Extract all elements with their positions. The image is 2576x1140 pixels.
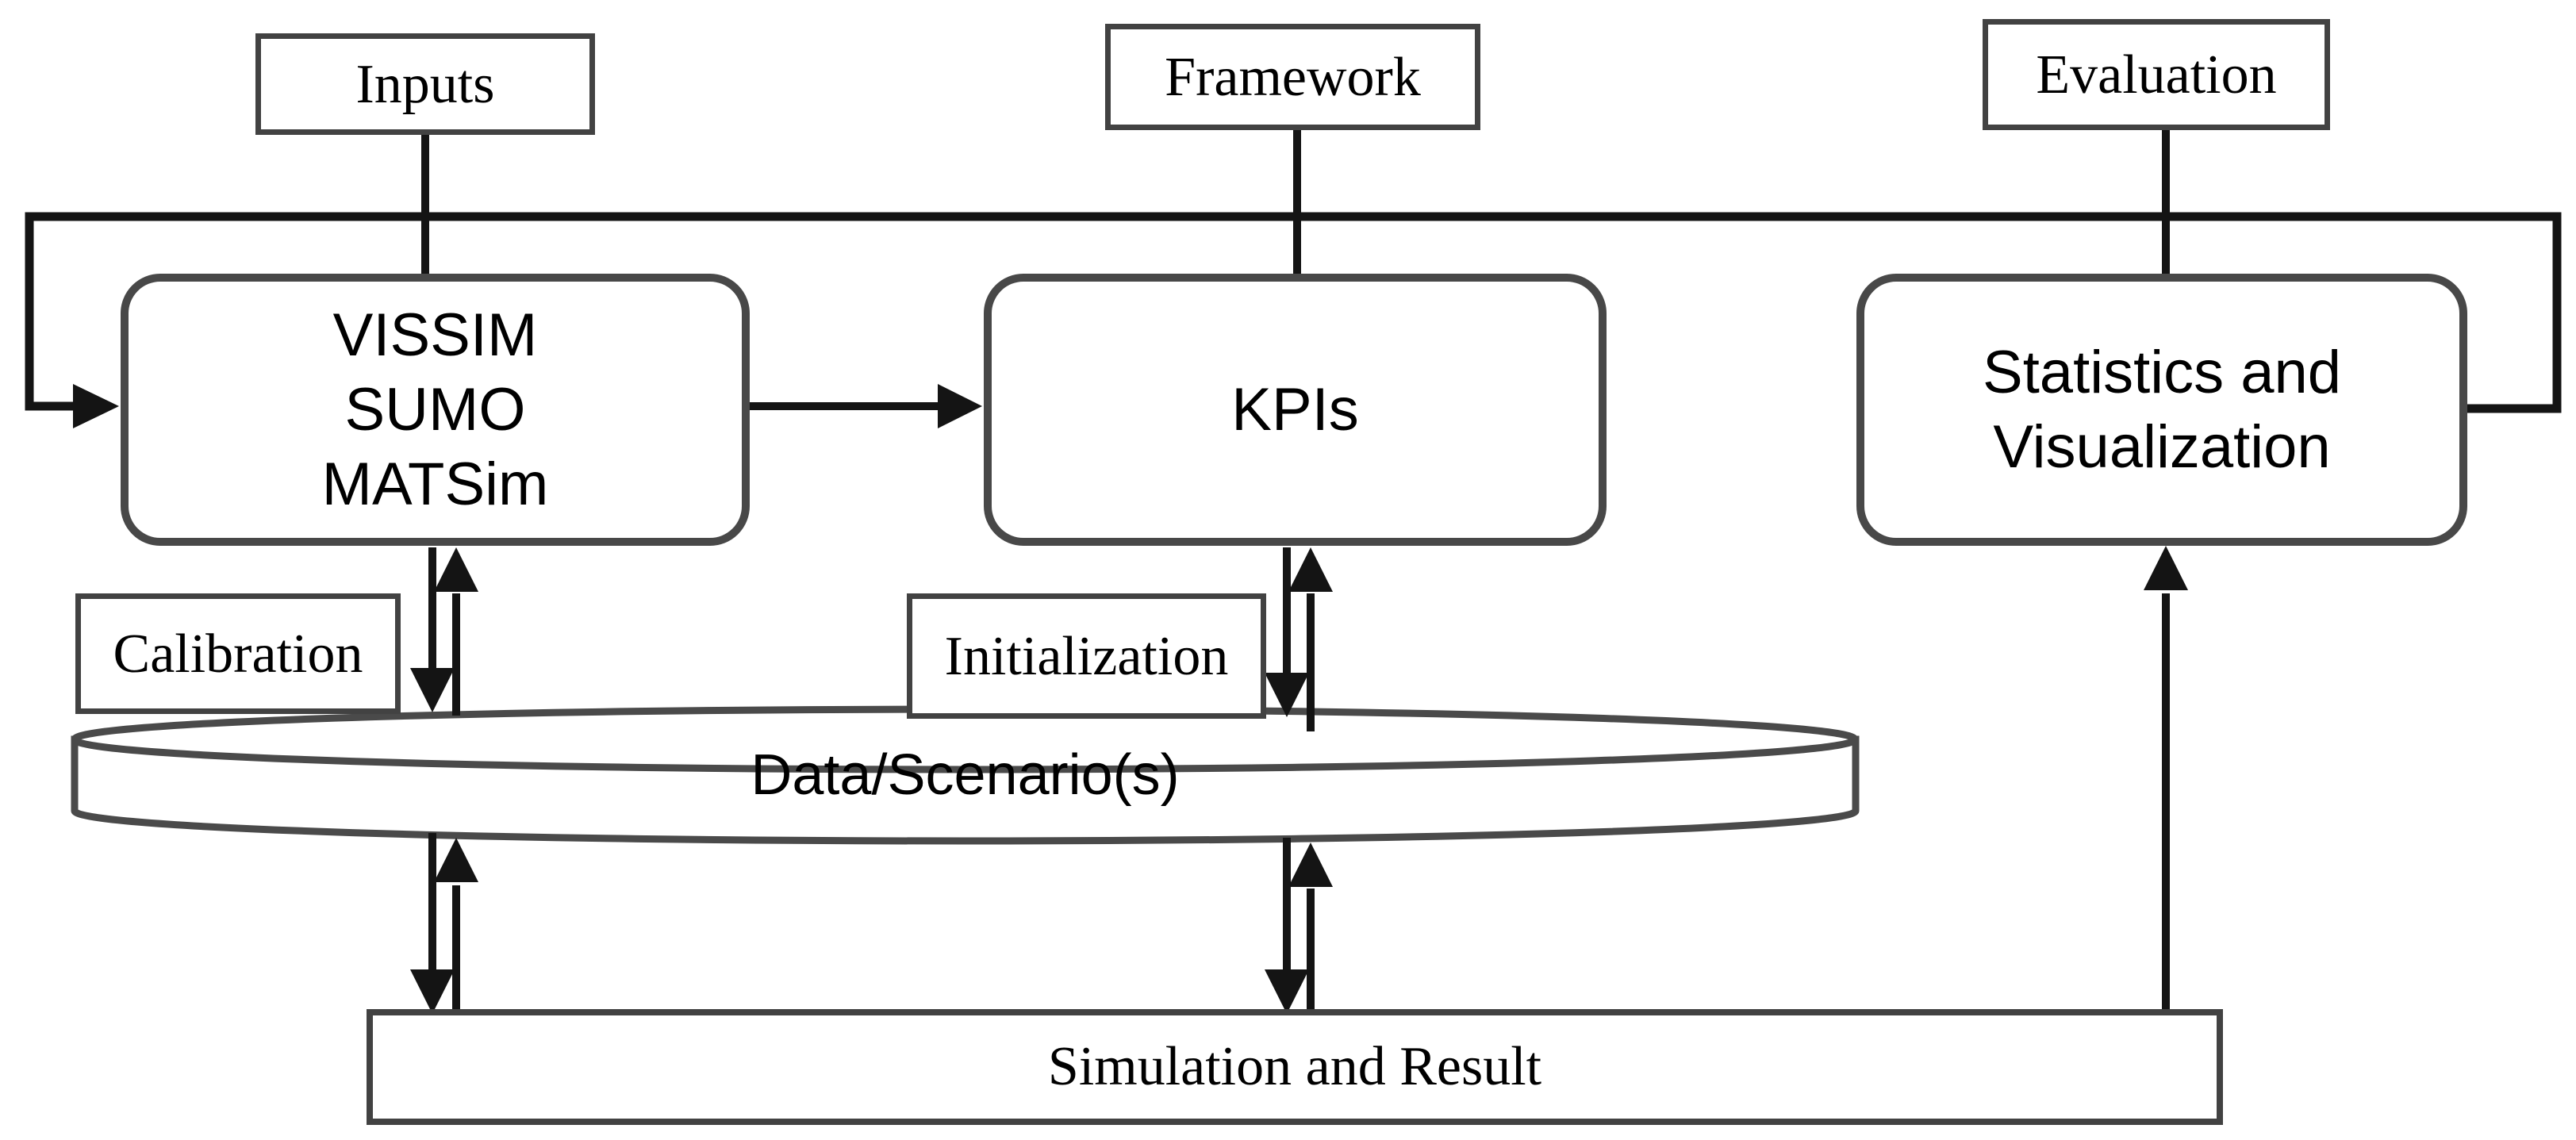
simulators-datastore-down-arrow bbox=[410, 547, 455, 712]
simulators-node: VISSIM SUMO MATSim bbox=[121, 274, 750, 546]
calibration-label-box: Calibration bbox=[75, 593, 401, 714]
simulation-result-node: Simulation and Result bbox=[367, 1009, 2223, 1125]
inputs-label: Inputs bbox=[355, 53, 495, 115]
datastore-simulation-up-arrow-left bbox=[434, 838, 478, 1015]
initialization-label-box: Initialization bbox=[907, 593, 1266, 719]
initialization-label: Initialization bbox=[944, 625, 1229, 687]
simulators-node-label: VISSIM SUMO MATSim bbox=[321, 301, 549, 518]
framework-label-box: Framework bbox=[1105, 24, 1480, 130]
kpis-node: KPIs bbox=[984, 274, 1607, 546]
statistics-node: Statistics and Visualization bbox=[1856, 274, 2467, 546]
simulation-result-label: Simulation and Result bbox=[1047, 1036, 1542, 1097]
simulators-datastore-up-arrow bbox=[434, 547, 478, 716]
evaluation-label-box: Evaluation bbox=[1983, 19, 2330, 130]
datastore-simulation-down-arrow-left bbox=[410, 833, 455, 1014]
evaluation-label: Evaluation bbox=[2036, 44, 2277, 106]
datastore-label: Data/Scenario(s) bbox=[751, 743, 1180, 807]
kpis-node-label: KPIs bbox=[1231, 375, 1359, 443]
framework-label: Framework bbox=[1165, 46, 1421, 108]
simulation-to-statistics-arrow bbox=[2144, 546, 2188, 1014]
statistics-node-label: Statistics and Visualization bbox=[1983, 338, 2341, 481]
kpis-datastore-up-arrow bbox=[1288, 547, 1333, 731]
datastore-simulation-up-arrow-middle bbox=[1288, 843, 1333, 1015]
simulators-to-kpis-arrow bbox=[750, 384, 982, 428]
kpis-datastore-down-arrow bbox=[1265, 547, 1309, 717]
datastore-simulation-down-arrow-middle bbox=[1265, 838, 1309, 1014]
calibration-label: Calibration bbox=[113, 623, 363, 685]
inputs-label-box: Inputs bbox=[255, 33, 595, 135]
feedback-loop-arrow bbox=[25, 212, 2562, 428]
